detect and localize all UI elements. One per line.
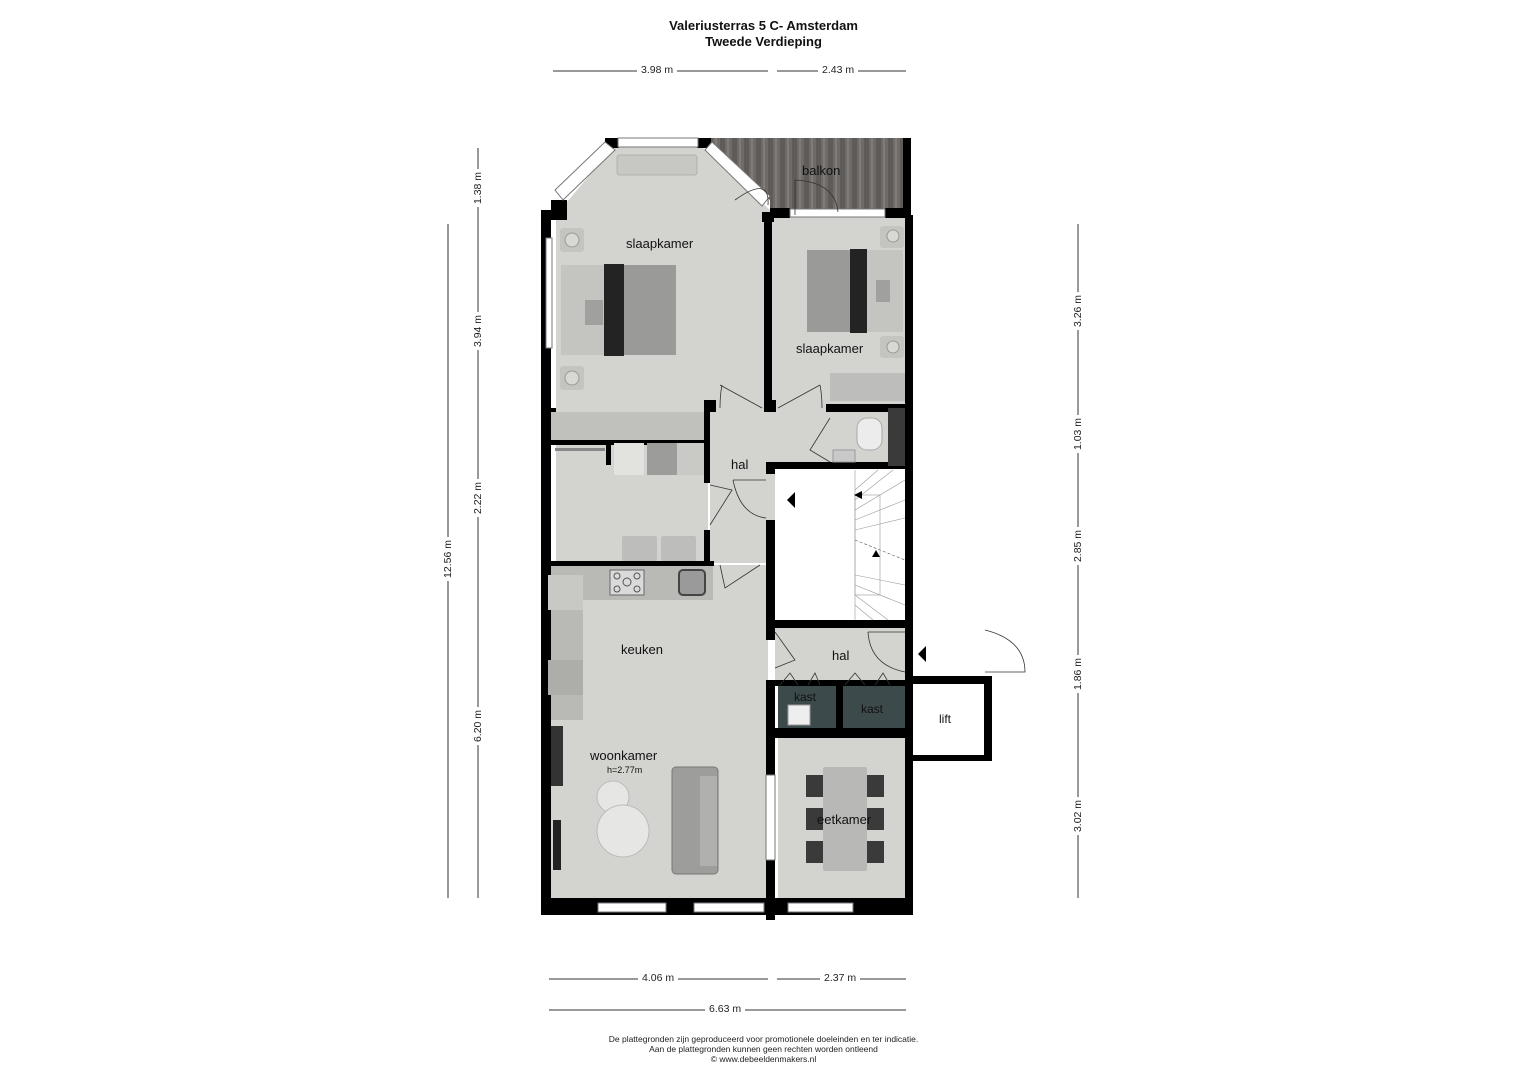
doors bbox=[709, 179, 1026, 686]
dim-bottom-2: 2.37 m bbox=[820, 972, 861, 984]
dim-right-2: 1.03 m bbox=[1072, 414, 1085, 454]
dim-top-2: 2.43 m bbox=[818, 64, 859, 76]
room-label-woonkamer: woonkamer bbox=[590, 748, 658, 763]
windows bbox=[545, 137, 886, 913]
room-label-hal-lower: hal bbox=[832, 648, 850, 663]
room-label-keuken: keuken bbox=[621, 642, 663, 657]
dim-right-1: 3.26 m bbox=[1072, 291, 1085, 331]
room-label-slaapkamer-1: slaapkamer bbox=[626, 236, 694, 251]
dim-right-4: 1.86 m bbox=[1072, 654, 1085, 694]
dim-right-3: 2.85 m bbox=[1072, 526, 1085, 566]
dim-right-5: 3.02 m bbox=[1072, 796, 1085, 836]
plan-subtitle: Tweede Verdieping bbox=[705, 34, 822, 49]
room-label-kast-1: kast bbox=[794, 690, 817, 704]
dim-left-2: 3.94 m bbox=[472, 311, 485, 351]
room-label-slaapkamer-2: slaapkamer bbox=[796, 341, 864, 356]
dim-left-total: 12.56 m bbox=[441, 537, 454, 581]
dim-bottom-total: 6.63 m bbox=[705, 1003, 746, 1015]
plan-title: Valeriusterras 5 C- Amsterdam bbox=[669, 18, 858, 33]
disclaimer-line-1: De plattegronden zijn geproduceerd voor … bbox=[608, 1034, 919, 1044]
disclaimer-line-2: Aan de plattegronden kunnen geen rechten… bbox=[649, 1044, 878, 1054]
direction-arrows bbox=[787, 491, 926, 662]
room-label-kast-2: kast bbox=[861, 702, 884, 716]
room-label-eetkamer: eetkamer bbox=[817, 812, 872, 827]
room-label-balkon: balkon bbox=[802, 163, 841, 178]
furniture bbox=[548, 154, 905, 875]
room-height-label: h=2.77m bbox=[607, 765, 643, 775]
copyright-line: © www.debeeldenmakers.nl bbox=[710, 1054, 817, 1064]
dim-left-3: 2.22 m bbox=[472, 478, 485, 518]
dim-bottom-1: 4.06 m bbox=[638, 972, 679, 984]
room-label-lift: lift bbox=[939, 712, 951, 726]
room-label-hal-upper: hal bbox=[731, 457, 749, 472]
dim-top-1: 3.98 m bbox=[637, 64, 678, 76]
dim-left-4: 6.20 m bbox=[472, 706, 485, 746]
stairs bbox=[854, 469, 906, 621]
dim-left-1: 1.38 m bbox=[472, 168, 485, 208]
